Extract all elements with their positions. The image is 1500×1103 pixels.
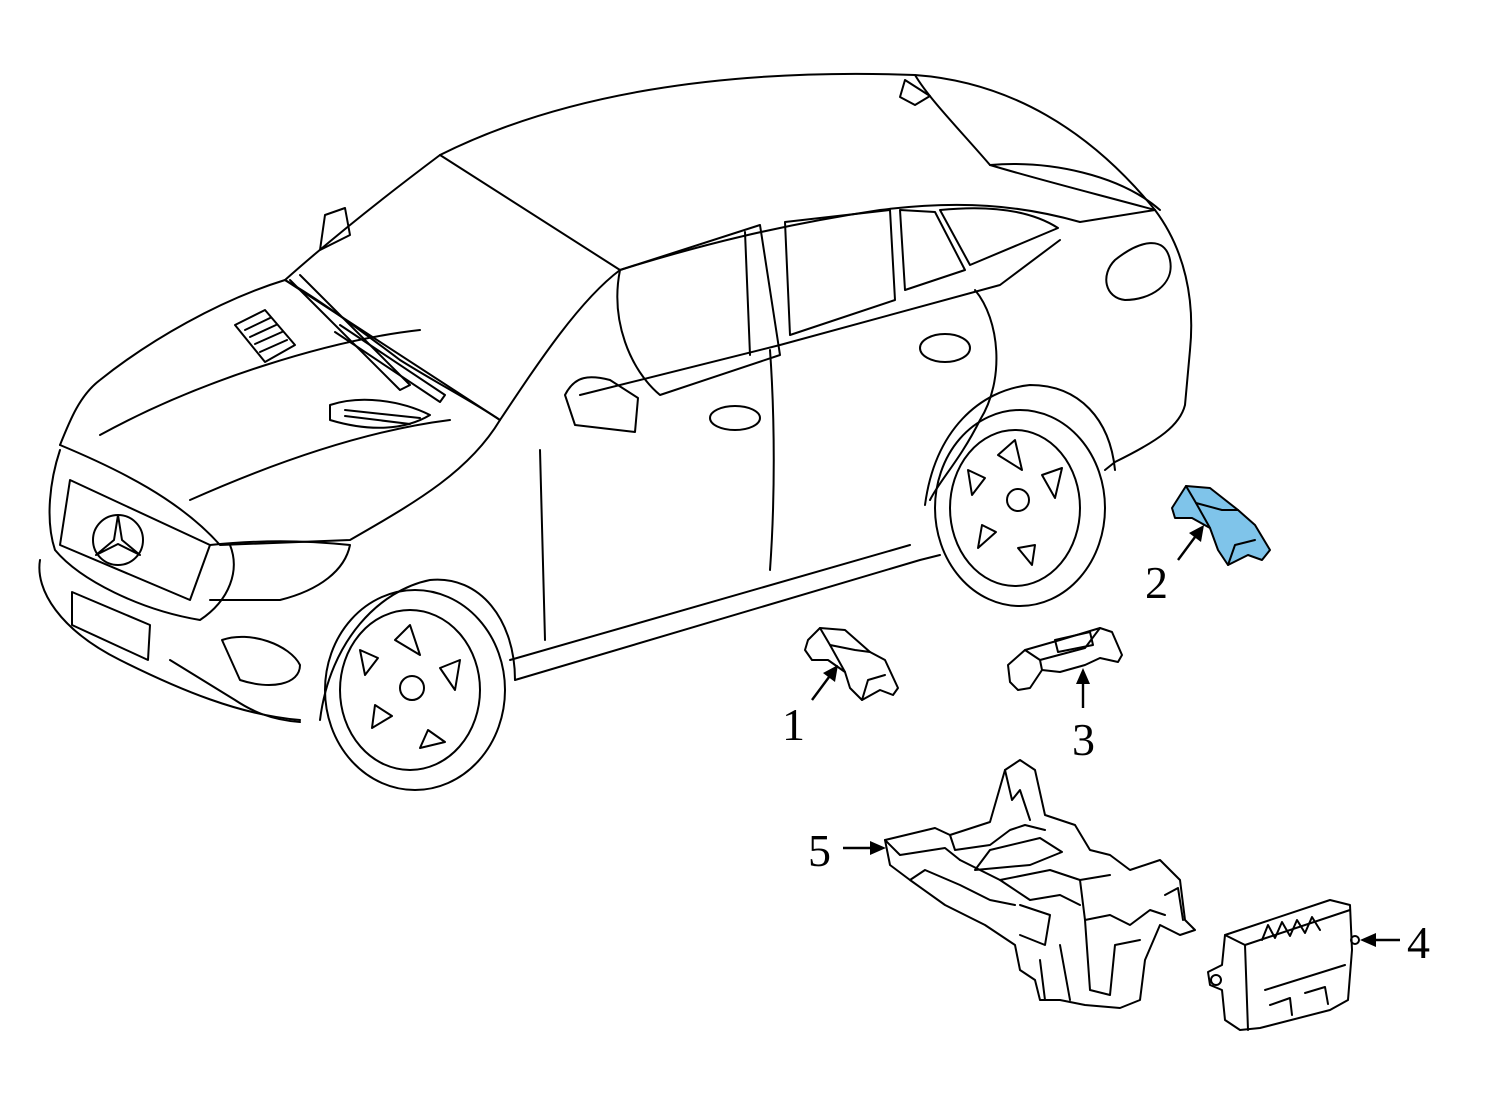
callout-2-label: 2 xyxy=(1145,557,1168,608)
part-1-bracket[interactable] xyxy=(804,627,899,701)
callout-5[interactable]: 5 xyxy=(808,825,886,876)
part-5-module-carrier[interactable] xyxy=(884,759,1196,1009)
callout-3[interactable]: 3 xyxy=(1072,668,1095,765)
part-2-bracket[interactable] xyxy=(1171,485,1271,566)
callout-3-label: 3 xyxy=(1072,714,1095,765)
part-4-control-module[interactable] xyxy=(1207,899,1360,1031)
part-3-bracket[interactable] xyxy=(1007,627,1123,691)
callout-2[interactable]: 2 xyxy=(1145,525,1204,608)
vehicle-illustration xyxy=(38,72,1193,791)
callout-1-label: 1 xyxy=(782,699,805,750)
callout-5-label: 5 xyxy=(808,825,831,876)
callout-1[interactable]: 1 xyxy=(782,665,838,750)
callout-4[interactable]: 4 xyxy=(1360,917,1430,968)
callout-4-label: 4 xyxy=(1407,917,1430,968)
